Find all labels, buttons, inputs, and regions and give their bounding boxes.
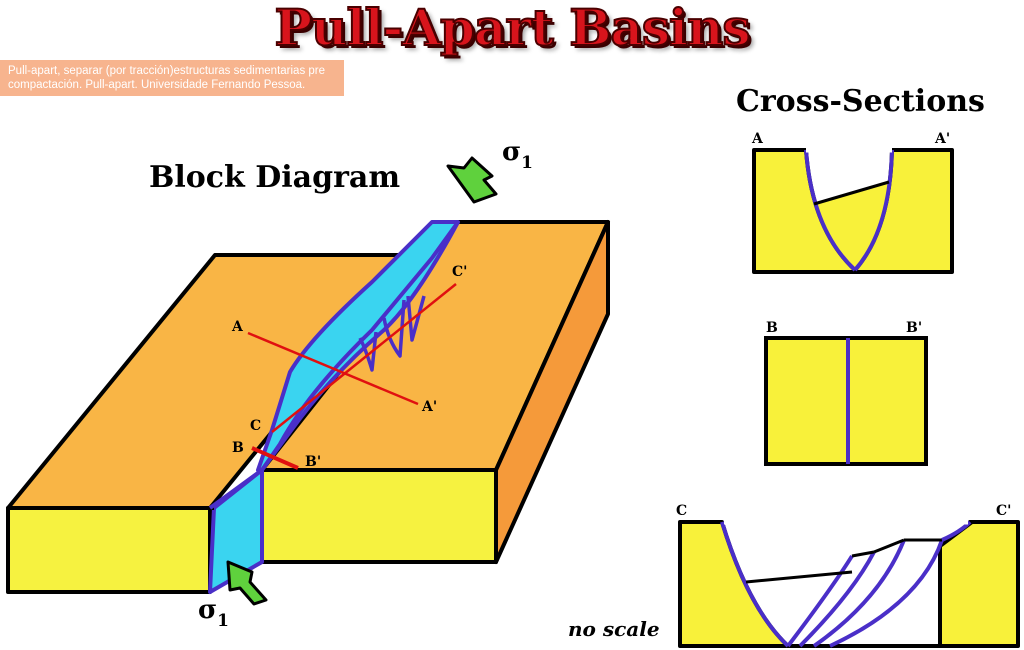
section-c-bedding [745,570,853,584]
section-line-a [247,331,419,406]
section-a-label-right: A' [934,131,950,147]
section-a-basin [806,150,892,270]
right-block-front [260,468,498,564]
section-a-fault-right [853,149,894,272]
section-c-step-2 [873,538,905,554]
section-c-label-right: C' [996,503,1011,519]
section-line-c [271,283,457,433]
section-a-fault-left [804,149,857,272]
left-block-front [6,506,212,594]
section-a-bedding [813,180,890,206]
normal-fault-3 [406,295,426,342]
section-line-b [251,446,299,470]
main-fault [208,220,460,510]
block-label-b-prime: B' [305,454,321,470]
cross-section-a [752,147,954,274]
stress-arrow-bottom-icon [226,560,268,606]
section-c-body [678,520,1020,648]
block-label-a-prime: A' [421,399,437,415]
block-label-b: B [232,440,244,456]
cross-sections-heading: Cross-Sections [736,84,985,119]
block-label-a: A [231,319,244,335]
no-scale-note: no scale [568,617,660,641]
section-a-label-left: A [751,131,764,147]
section-c-fault-5 [829,539,944,648]
block-label-c-prime: C' [452,264,467,280]
page-title: Pull-Apart Basins [274,0,752,57]
section-c-fault-4 [812,539,906,648]
cross-section-c [678,519,1020,648]
section-c-step-1 [851,550,875,558]
section-c-label-left: C [676,503,687,519]
block-label-c: C [250,418,261,434]
stress-arrow-top-icon [446,156,498,204]
section-c-fault-3 [798,551,876,648]
section-c-step-4 [941,520,972,542]
sigma-top-symbol: σ1 [502,137,533,173]
block-diagram: A A' B B' C C' σ1 σ1 [6,137,610,631]
section-b-label-left: B [766,320,778,336]
block-diagram-heading: Block Diagram [149,160,401,195]
normal-fault-2 [382,299,406,358]
section-c-fault-1 [720,521,790,648]
normal-fault-1 [358,331,378,372]
caption-banner: Pull-apart, separar (por tracción)estruc… [0,60,344,96]
section-b-label-right: B' [906,320,922,336]
section-c-fault-2 [786,554,854,648]
sigma-bottom-symbol: σ1 [198,595,229,631]
cross-section-b [764,336,928,466]
right-block-side [494,220,610,564]
